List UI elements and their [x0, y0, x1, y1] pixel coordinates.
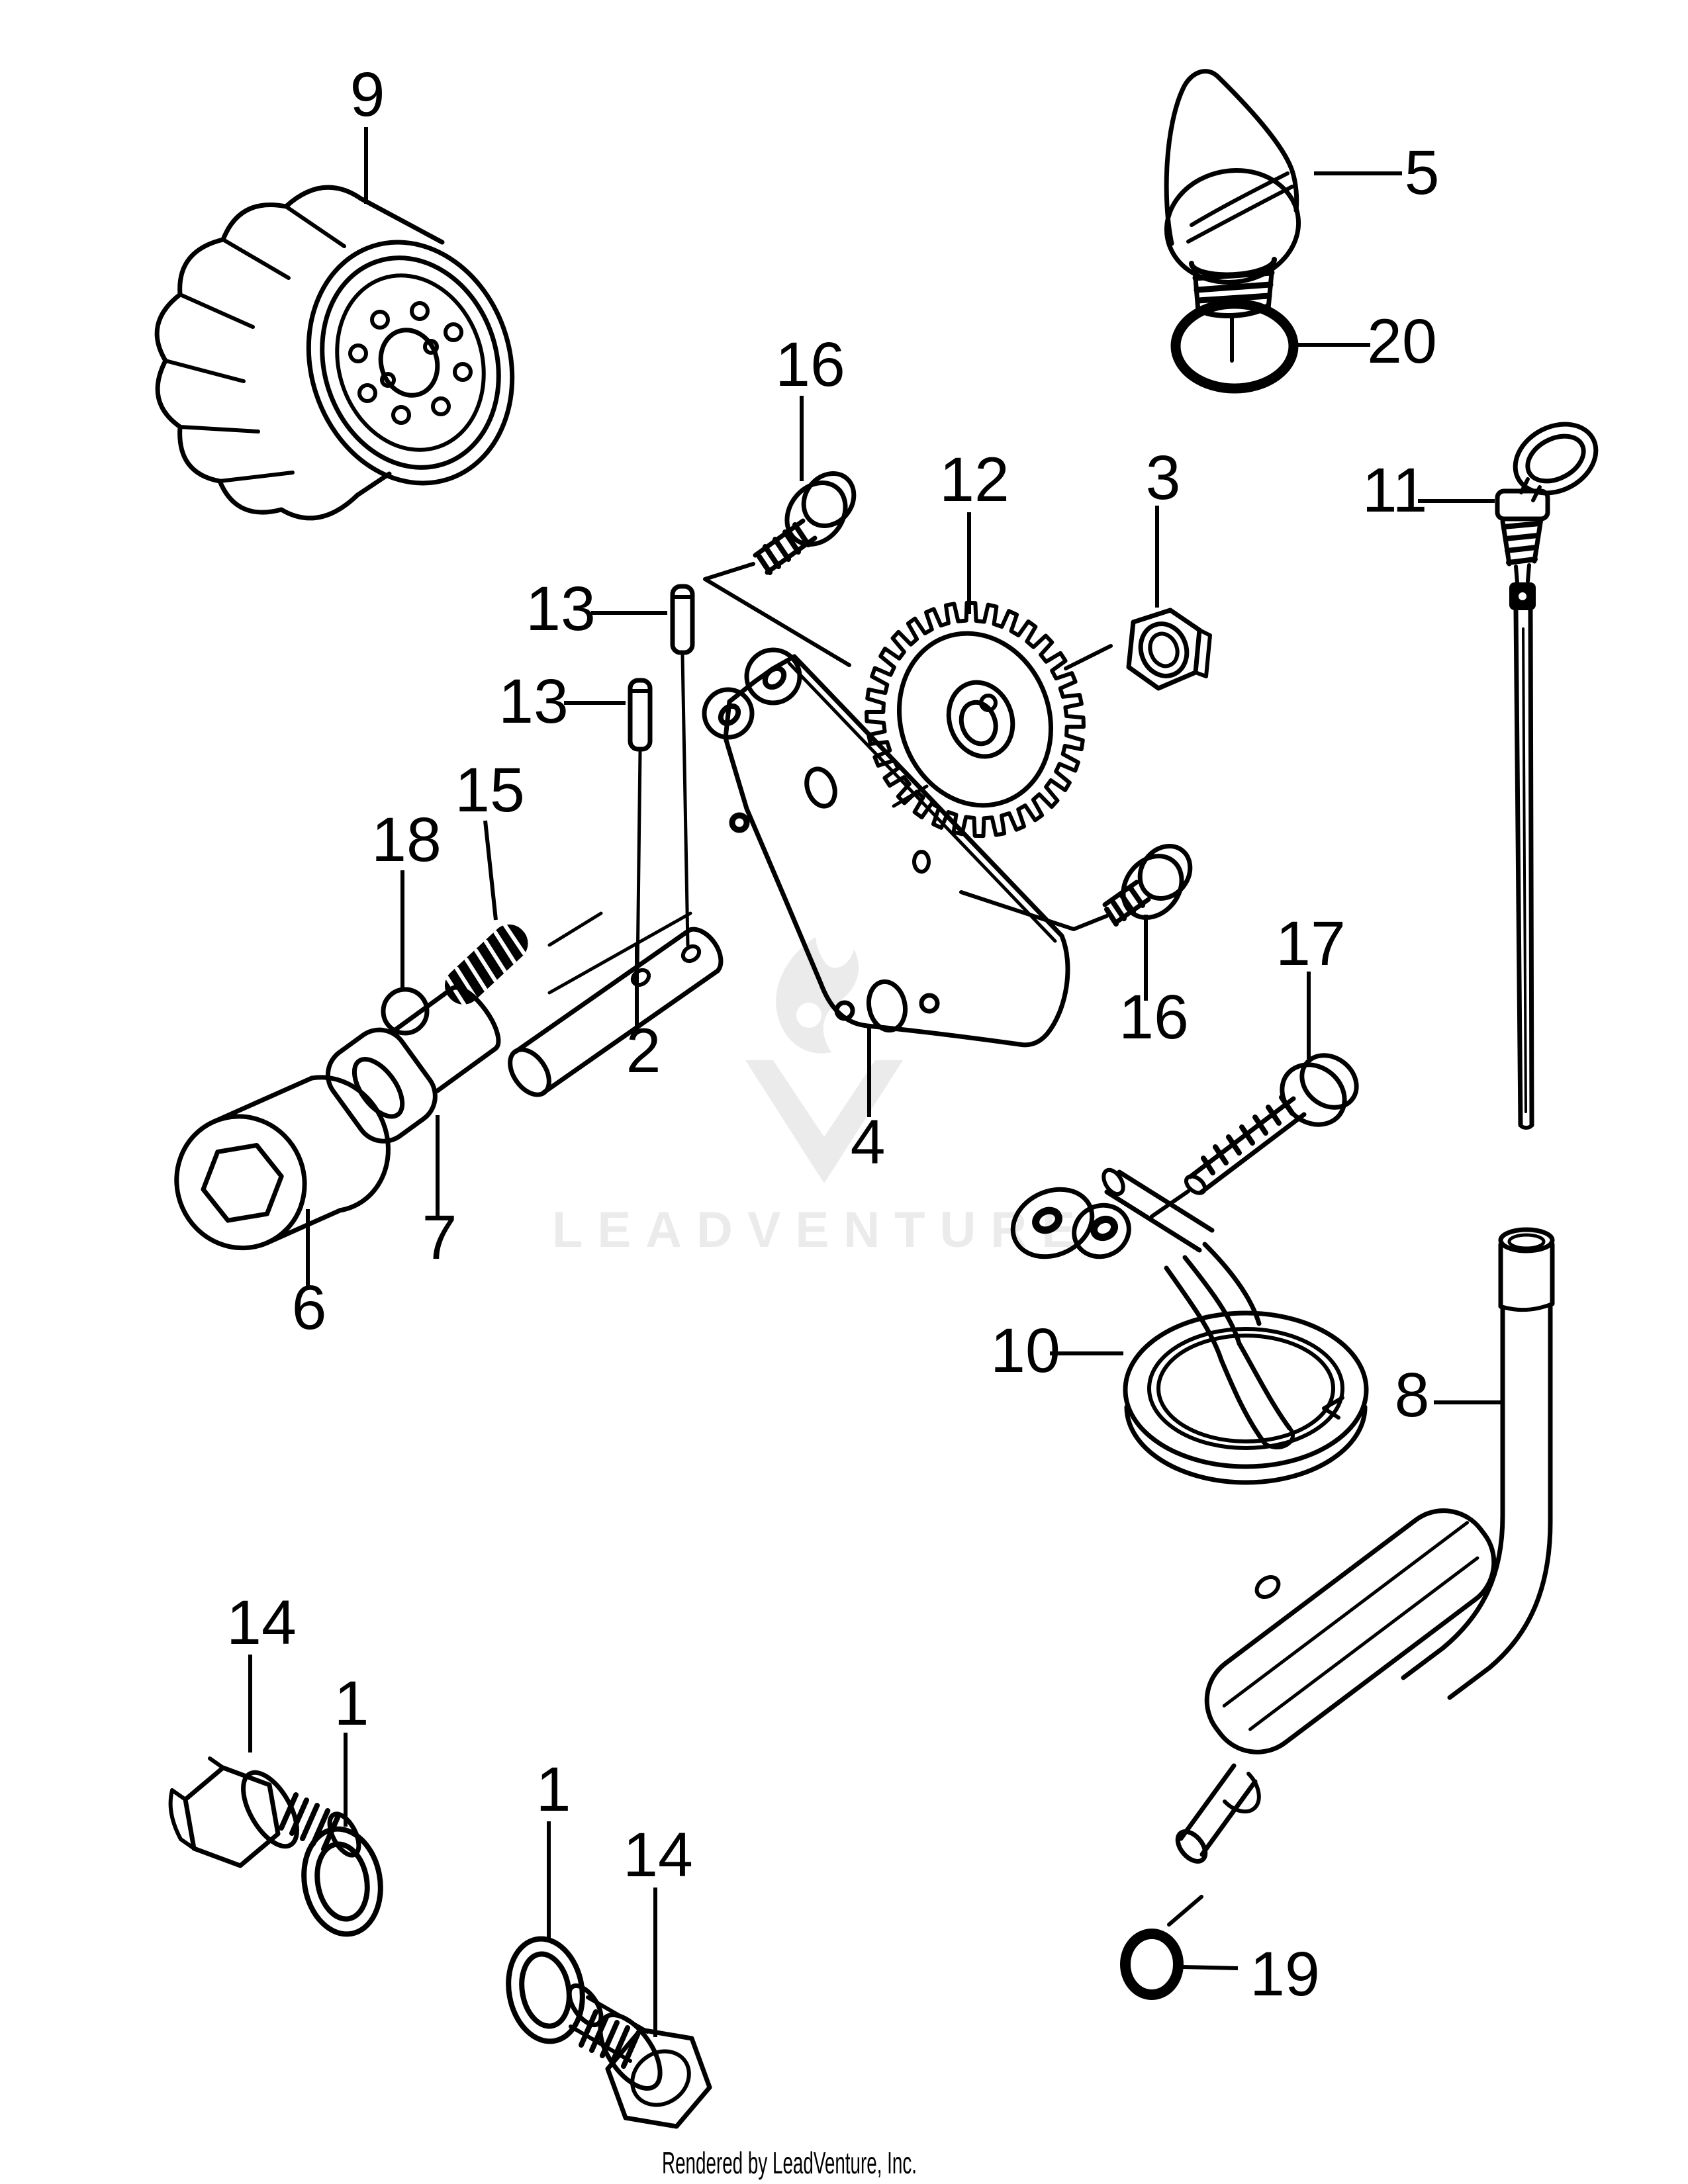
- shaft-axis-dash-b: [547, 911, 692, 995]
- part-sealing-washer-b: [506, 1936, 585, 2044]
- bolt-upper-pointer-zigzag: [703, 562, 851, 667]
- part-drain-plug-b: [567, 1983, 712, 2129]
- part-pump-bolt-lower: [959, 844, 1193, 931]
- part-dipstick: [1495, 422, 1599, 1130]
- callout-dipstick: 11: [1362, 455, 1428, 525]
- part-oil-filler-cap: [1164, 69, 1301, 363]
- callout-oil-strainer: 10: [990, 1316, 1060, 1386]
- part-pump-gear: [865, 600, 1086, 839]
- part-filler-cap-o-ring: [1170, 298, 1299, 394]
- callout-filler-cap-o-ring: 20: [1367, 306, 1437, 377]
- part-inner-rotor: [325, 985, 501, 1144]
- callout-drain-plug-a: 14: [226, 1588, 297, 1658]
- part-pump-shaft: [508, 911, 724, 1097]
- part-tube-o-ring: [1120, 1929, 1184, 2000]
- callout-dowel-pin-a: 13: [526, 574, 596, 644]
- part-relief-ball: [381, 987, 430, 1036]
- callout-oil-filter: 9: [350, 60, 385, 130]
- part-oil-strainer: [1010, 1167, 1369, 1485]
- part-outer-rotor: [174, 1075, 391, 1251]
- part-gear-nut: [1064, 608, 1212, 691]
- pin-b-axis-line: [635, 750, 642, 974]
- plate-axis-dash: [892, 784, 929, 808]
- callout-pump-bolt-upper: 16: [775, 330, 845, 400]
- callout-filler-tube: 8: [1395, 1360, 1430, 1430]
- callout-oil-filler-cap: 5: [1405, 138, 1440, 208]
- callout-pump-plate: 4: [851, 1107, 886, 1177]
- leadventure-watermark: LEADVENTURE: [552, 937, 1090, 1258]
- callout-dowel-pin-b: 13: [498, 666, 569, 737]
- callout-outer-rotor: 6: [292, 1273, 327, 1343]
- part-pump-plate: [702, 647, 1070, 1048]
- part-strainer-bolt: [1150, 1053, 1359, 1218]
- callout-relief-ball: 18: [371, 805, 442, 875]
- callout-relief-spring: 15: [455, 755, 525, 825]
- leader-tube-o-ring: [1182, 1965, 1239, 1970]
- part-sealing-washer-a: [301, 1826, 383, 1937]
- part-dowel-pin-b: [628, 678, 653, 974]
- leadventure-v-flame-logo: [745, 937, 903, 1183]
- part-relief-spring: [444, 923, 528, 1011]
- shaft-axis-dash-a: [547, 911, 603, 947]
- pin-a-axis-line: [680, 653, 690, 947]
- part-dowel-pin-a: [670, 584, 695, 947]
- footer-credit: Rendered by LeadVenture, Inc.: [662, 2146, 917, 2180]
- callout-strainer-bolt: 17: [1276, 909, 1346, 979]
- callout-pump-gear: 12: [939, 445, 1009, 515]
- part-drain-plug-a: [168, 1756, 361, 1868]
- callout-sealing-washer-a: 1: [334, 1668, 369, 1739]
- part-pump-bolt-upper: [703, 471, 857, 667]
- tube-o-ring-axis-dash: [1167, 1895, 1203, 1927]
- callout-tube-o-ring: 19: [1250, 1939, 1320, 2009]
- callout-inner-rotor: 7: [422, 1203, 457, 1273]
- callout-drain-plug-b: 14: [623, 1820, 693, 1890]
- callout-pump-shaft: 2: [626, 1016, 661, 1086]
- watermark-text: LEADVENTURE: [552, 1202, 1090, 1258]
- bolt-lower-pointer-zigzag: [959, 890, 1109, 931]
- leader-relief-spring: [483, 820, 498, 921]
- nut-axis-dash: [1064, 644, 1113, 670]
- part-filler-tube: [1167, 1227, 1555, 1927]
- part-oil-filter: [154, 185, 515, 521]
- callout-gear-nut: 3: [1146, 443, 1181, 513]
- callout-sealing-washer-b: 1: [536, 1754, 571, 1825]
- callout-pump-bolt-lower: 16: [1119, 982, 1189, 1052]
